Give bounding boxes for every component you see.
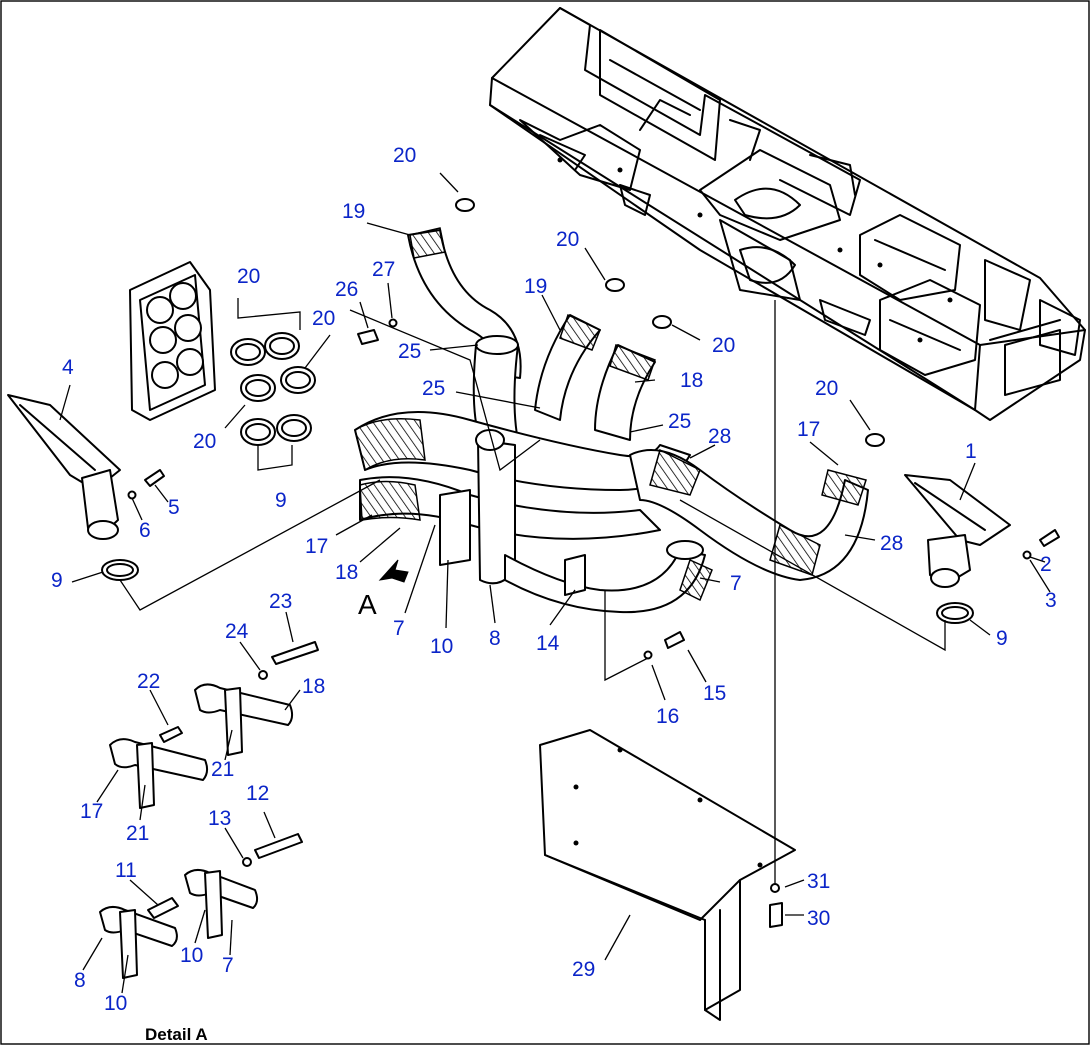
callout-11: 11 [115, 859, 137, 882]
callout-6: 6 [139, 519, 151, 542]
callout-5: 5 [168, 496, 180, 519]
cab-floor-frame [489, 7, 1086, 421]
callout-12: 12 [246, 782, 269, 805]
callout-20g: 20 [815, 377, 838, 400]
callout-17a: 17 [797, 418, 820, 441]
callout-28b: 28 [880, 532, 903, 555]
callout-10c: 10 [104, 992, 127, 1015]
callout-21a: 21 [211, 758, 234, 781]
callout-31: 31 [807, 870, 830, 893]
callout-30: 30 [807, 907, 830, 930]
callout-3: 3 [1045, 589, 1057, 612]
callout-18a: 18 [680, 369, 703, 392]
callout-7a: 7 [393, 617, 405, 640]
callout-1: 1 [965, 440, 977, 463]
callout-8b: 8 [74, 969, 86, 992]
callout-20f: 20 [193, 430, 216, 453]
callout-20e: 20 [312, 307, 335, 330]
callout-9a: 9 [275, 489, 287, 512]
callout-9b: 9 [51, 569, 63, 592]
callout-18c: 18 [302, 675, 325, 698]
callout-20b: 20 [556, 228, 579, 251]
callout-7c: 7 [222, 954, 234, 977]
callout-4: 4 [62, 356, 74, 379]
callout-18b: 18 [335, 561, 358, 584]
callout-19b: 19 [524, 275, 547, 298]
callout-2: 2 [1040, 553, 1052, 576]
callout-29: 29 [572, 958, 595, 981]
callout-10a: 10 [430, 635, 453, 658]
leader-lines [59, 172, 1051, 994]
callout-20c: 20 [712, 334, 735, 357]
right-air-vent [904, 474, 1011, 588]
callout-9c: 9 [996, 627, 1008, 650]
callout-26: 26 [335, 278, 358, 301]
callout-15: 15 [703, 682, 726, 705]
callout-25b: 25 [422, 377, 445, 400]
callout-19a: 19 [342, 200, 365, 223]
bolts-and-washers [127, 318, 1060, 928]
callout-labels: 20 19 20 19 20 20 20 20 20 27 26 25 25 2… [51, 144, 1057, 1044]
air-duct-hoses [354, 227, 869, 614]
callout-8a: 8 [489, 627, 501, 650]
callout-14: 14 [536, 632, 560, 655]
callout-25a: 25 [398, 340, 421, 363]
view-a-arrow [378, 559, 409, 583]
view-marker-a: A [358, 589, 377, 620]
callout-7b: 7 [730, 572, 742, 595]
callout-16: 16 [656, 705, 679, 728]
detail-a-caption: Detail A [145, 1025, 208, 1044]
hose-clamps [101, 198, 974, 624]
callout-13: 13 [208, 807, 231, 830]
callout-25c: 25 [668, 410, 691, 433]
detail-a-bracket-assembly [99, 641, 319, 979]
left-air-vent [7, 394, 121, 540]
callout-10b: 10 [180, 944, 203, 967]
callout-20a: 20 [393, 144, 416, 167]
callout-22: 22 [137, 670, 160, 693]
callout-23: 23 [269, 590, 292, 613]
callout-20d: 20 [237, 265, 260, 288]
callout-24: 24 [225, 620, 249, 643]
callout-21b: 21 [126, 822, 149, 845]
cover-plate [539, 729, 796, 1021]
callout-17c: 17 [80, 800, 103, 823]
callout-28a: 28 [708, 425, 731, 448]
callout-17b: 17 [305, 535, 328, 558]
callout-27: 27 [372, 258, 395, 281]
blower-unit-panel [129, 261, 216, 421]
